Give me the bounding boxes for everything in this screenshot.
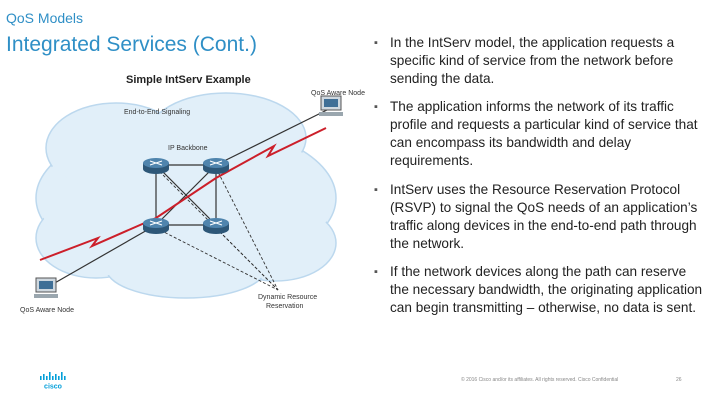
page-number: 26 xyxy=(676,377,682,383)
diagram-canvas xyxy=(34,92,343,299)
bullet-item: IntServ uses the Resource Reservation Pr… xyxy=(372,181,708,253)
computer-icon-top xyxy=(319,95,343,116)
section-kicker: QoS Models xyxy=(6,10,84,26)
label-qos-node-top: QoS Aware Node xyxy=(311,90,365,97)
diagram-title: Simple IntServ Example xyxy=(126,74,251,86)
label-ip-backbone: IP Backbone xyxy=(168,145,208,152)
footer-copyright: © 2016 Cisco and/or its affiliates. All … xyxy=(461,377,619,383)
logo-text: cisco xyxy=(44,384,62,391)
label-reservation: Reservation xyxy=(266,303,304,310)
bullet-item: If the network devices along the path ca… xyxy=(372,263,708,317)
backbone-links xyxy=(45,107,332,289)
label-end-to-end: End-to-End Signaling xyxy=(124,109,191,116)
bullet-item: In the IntServ model, the application re… xyxy=(372,34,708,88)
router-icons xyxy=(143,158,229,234)
bullet-list: In the IntServ model, the application re… xyxy=(372,34,708,327)
label-dynamic-resource: Dynamic Resource xyxy=(258,294,318,301)
computer-icon-bottom xyxy=(34,277,58,298)
cisco-logo: cisco xyxy=(38,372,68,391)
signaling-arrow xyxy=(39,127,327,261)
label-qos-node-bottom: QoS Aware Node xyxy=(20,307,74,314)
intserv-diagram: Simple IntServ Example End-to-End Signal… xyxy=(6,68,365,318)
slide-title: Integrated Services (Cont.) xyxy=(6,33,257,56)
bullet-item: The application informs the network of i… xyxy=(372,98,708,170)
